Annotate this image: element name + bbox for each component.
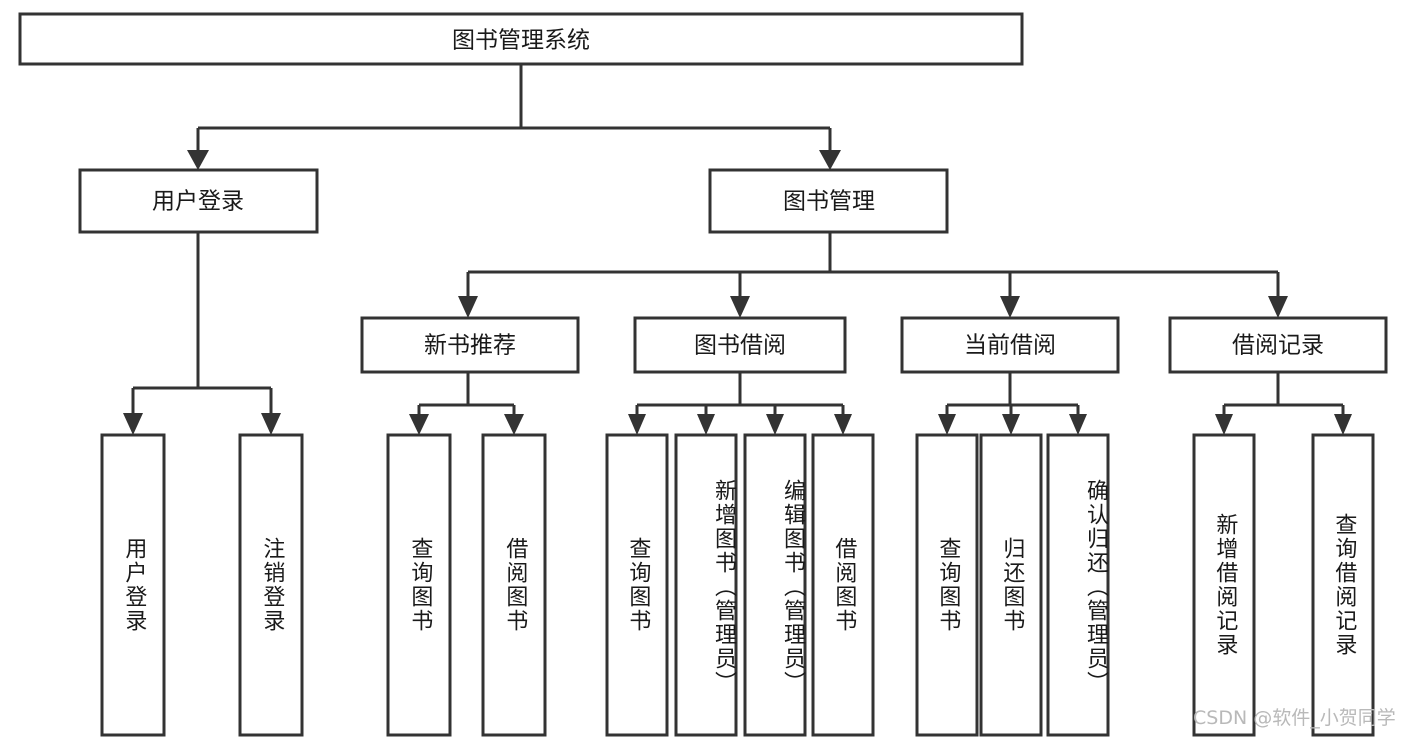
arrowhead-new-book-recommend xyxy=(458,296,478,318)
node-box-root[interactable] xyxy=(18,12,1024,66)
arrowhead-borrow-record xyxy=(1268,296,1288,318)
arrowhead-leaf-confirm-return xyxy=(1069,414,1087,435)
node-label-root: 图书管理系统 xyxy=(452,28,590,54)
node-book-manage[interactable]: 图书管理 xyxy=(708,168,949,234)
node-label-book-borrow: 图书借阅 xyxy=(694,333,786,359)
node-box-leaf-return-book[interactable] xyxy=(979,433,1043,737)
node-box-user-login[interactable] xyxy=(78,168,319,234)
node-box-leaf-user-logout[interactable] xyxy=(238,433,304,737)
node-box-leaf-query-book-3[interactable] xyxy=(915,433,979,737)
node-new-book-recommend[interactable]: 新书推荐 xyxy=(360,316,580,374)
arrowhead-leaf-add-book xyxy=(697,414,715,435)
arrowhead-book-manage xyxy=(819,150,841,170)
node-label-current-borrow: 当前借阅 xyxy=(964,333,1056,359)
arrowhead-current-borrow xyxy=(1000,296,1020,318)
arrowhead-leaf-return-book xyxy=(1002,414,1020,435)
node-box-leaf-edit-book[interactable] xyxy=(743,433,807,737)
arrowhead-leaf-query-borrow-record xyxy=(1334,414,1352,435)
node-box-leaf-query-book-2[interactable] xyxy=(605,433,669,737)
node-box-new-book-recommend[interactable] xyxy=(360,316,580,374)
node-book-borrow[interactable]: 图书借阅 xyxy=(633,316,847,374)
node-label-new-book-recommend: 新书推荐 xyxy=(424,333,516,359)
node-box-leaf-query-borrow-record[interactable] xyxy=(1311,433,1375,737)
arrowhead-leaf-user-login xyxy=(123,413,143,435)
arrowhead-leaf-add-borrow-record xyxy=(1215,414,1233,435)
arrowhead-leaf-query-book-2 xyxy=(628,414,646,435)
arrowhead-leaf-edit-book xyxy=(766,414,784,435)
node-box-book-borrow[interactable] xyxy=(633,316,847,374)
arrowhead-leaf-borrow-book-1 xyxy=(504,414,524,435)
node-box-leaf-add-book[interactable] xyxy=(674,433,738,737)
arrowhead-leaf-query-book-1 xyxy=(409,414,429,435)
arrowhead-user-login xyxy=(187,150,209,170)
leaf-boxes xyxy=(100,433,1375,737)
node-box-leaf-borrow-book-2[interactable] xyxy=(811,433,875,737)
arrowhead-leaf-user-logout xyxy=(261,413,281,435)
arrowhead-leaf-query-book-3 xyxy=(938,414,956,435)
node-label-user-login: 用户登录 xyxy=(152,189,244,215)
arrowhead-book-borrow xyxy=(730,296,750,318)
node-current-borrow[interactable]: 当前借阅 xyxy=(900,316,1120,374)
node-book-management-system[interactable]: 图书管理系统 xyxy=(18,12,1024,66)
node-user-login[interactable]: 用户登录 xyxy=(78,168,319,234)
node-label-book-manage: 图书管理 xyxy=(783,189,875,215)
connectors xyxy=(123,64,1352,435)
node-borrow-record[interactable]: 借阅记录 xyxy=(1168,316,1388,374)
node-box-book-manage[interactable] xyxy=(708,168,949,234)
node-box-leaf-borrow-book-1[interactable] xyxy=(481,433,547,737)
node-box-leaf-user-login[interactable] xyxy=(100,433,166,737)
arrowhead-leaf-borrow-book-2 xyxy=(834,414,852,435)
node-box-leaf-confirm-return[interactable] xyxy=(1046,433,1110,737)
node-box-borrow-record[interactable] xyxy=(1168,316,1388,374)
node-box-current-borrow[interactable] xyxy=(900,316,1120,374)
node-box-leaf-query-book-1[interactable] xyxy=(386,433,452,737)
node-box-leaf-add-borrow-record[interactable] xyxy=(1192,433,1256,737)
node-label-borrow-record: 借阅记录 xyxy=(1232,333,1324,359)
